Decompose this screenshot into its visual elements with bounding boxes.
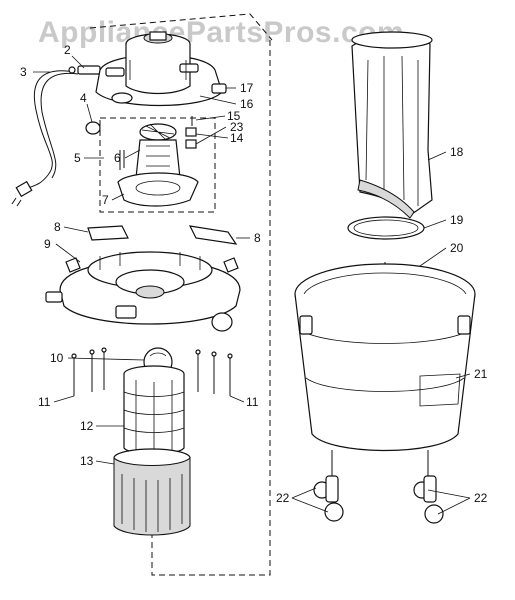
- callout-4: 4: [80, 91, 87, 105]
- tank: [294, 263, 476, 452]
- callout-10: 10: [50, 351, 64, 365]
- callout-5: 5: [74, 151, 81, 165]
- motor-assembly: [117, 123, 199, 207]
- bag-ring: [347, 216, 425, 240]
- callout-8-left: 8: [54, 220, 61, 234]
- assembly-dashed-frame: [151, 40, 271, 576]
- callout-21: 21: [474, 367, 488, 381]
- knob-part: [85, 121, 101, 135]
- lid-base: [45, 251, 241, 332]
- screws-right: [195, 349, 233, 396]
- callout-22-right: 22: [474, 491, 488, 505]
- callout-9: 9: [44, 237, 51, 251]
- caster-right: [413, 450, 444, 524]
- callout-22-left: 22: [276, 491, 290, 505]
- callout-11-right: 11: [246, 395, 259, 409]
- callout-14: 14: [230, 131, 244, 145]
- callout-6: 6: [114, 151, 121, 165]
- callout-23: 23: [230, 120, 244, 134]
- callout-18: 18: [450, 145, 464, 159]
- handle-right: [188, 225, 238, 245]
- assembly-dashed-top: [89, 13, 273, 41]
- callout-11-left: 11: [38, 395, 51, 409]
- callout-7: 7: [102, 193, 109, 207]
- filter-cage: [123, 365, 185, 455]
- callout-19: 19: [450, 213, 464, 227]
- callout-2: 2: [64, 43, 71, 57]
- callout-3: 3: [20, 65, 27, 79]
- callout-8-right: 8: [254, 231, 261, 245]
- callout-12: 12: [80, 419, 94, 433]
- screws-left: [71, 347, 107, 396]
- switch-part: [211, 83, 227, 94]
- cord-clamp: [68, 65, 101, 75]
- callout-20: 20: [450, 241, 464, 255]
- motor-head: [95, 31, 223, 107]
- callout-15: 15: [227, 109, 241, 123]
- motor-dashed-box: [99, 117, 216, 213]
- power-cord: [11, 70, 79, 207]
- callout-13: 13: [80, 454, 94, 468]
- caster-left: [313, 450, 344, 522]
- brush-holder: [185, 116, 197, 149]
- cartridge-filter: [113, 448, 191, 536]
- filter-bag: [351, 31, 433, 219]
- callout-labels: 2 3 4 5 6 7 8 8 9 10 11 11 12 13 14 15 1…: [20, 43, 488, 505]
- handle-left: [87, 225, 129, 241]
- leader-lines: [33, 55, 471, 515]
- callout-17: 17: [240, 81, 254, 95]
- callout-16: 16: [240, 97, 254, 111]
- watermark: AppliancePartsPros.com: [38, 16, 404, 49]
